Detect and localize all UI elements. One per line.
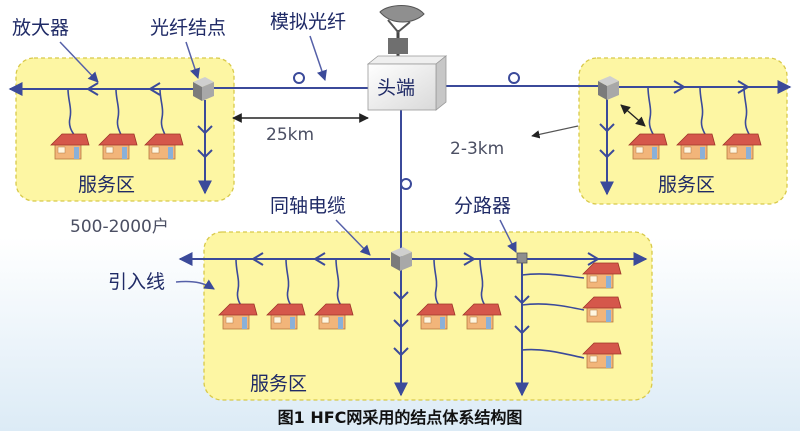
headend-label: 头端	[377, 77, 415, 99]
amplifier-label: 放大器	[12, 17, 69, 39]
distance-2-3km-label: 2-3km	[450, 139, 504, 159]
distance-25km-label: 25km	[266, 125, 314, 145]
satellite-dish-icon	[379, 5, 425, 58]
service-area-right	[578, 57, 788, 205]
service-area-bottom-label: 服务区	[250, 373, 307, 395]
households-label: 500-2000户	[70, 217, 169, 237]
figure-caption: 图1 HFC网采用的结点体系结构图	[277, 408, 523, 427]
amplifier-bottom-1	[251, 252, 264, 266]
analog-fiber-label: 模拟光纤	[270, 11, 346, 33]
splitter-label: 分路器	[454, 195, 511, 217]
amplifier-left-2	[148, 82, 161, 96]
distance-2-3km-arrow	[620, 104, 646, 127]
drop-line-label: 引入线	[108, 271, 165, 293]
fiber-loop-right	[508, 72, 520, 84]
splitter-box	[516, 252, 528, 264]
amplifier-bottom-4	[587, 252, 600, 266]
service-area-left	[15, 57, 235, 202]
service-area-left-label: 服务区	[78, 174, 135, 196]
amplifier-right-2	[737, 80, 750, 94]
fiber-loop-down	[400, 178, 412, 190]
service-area-right-label: 服务区	[658, 174, 715, 196]
fiber-node-label: 光纤结点	[150, 17, 226, 39]
fiber-loop-left	[293, 72, 305, 84]
coax-cable-label: 同轴电缆	[270, 195, 346, 217]
headend-box	[366, 55, 448, 111]
amplifier-bottom-3	[463, 252, 476, 266]
amplifier-left-1	[86, 82, 99, 96]
amplifier-right-1	[673, 80, 686, 94]
amplifier-bottom-2	[313, 252, 326, 266]
